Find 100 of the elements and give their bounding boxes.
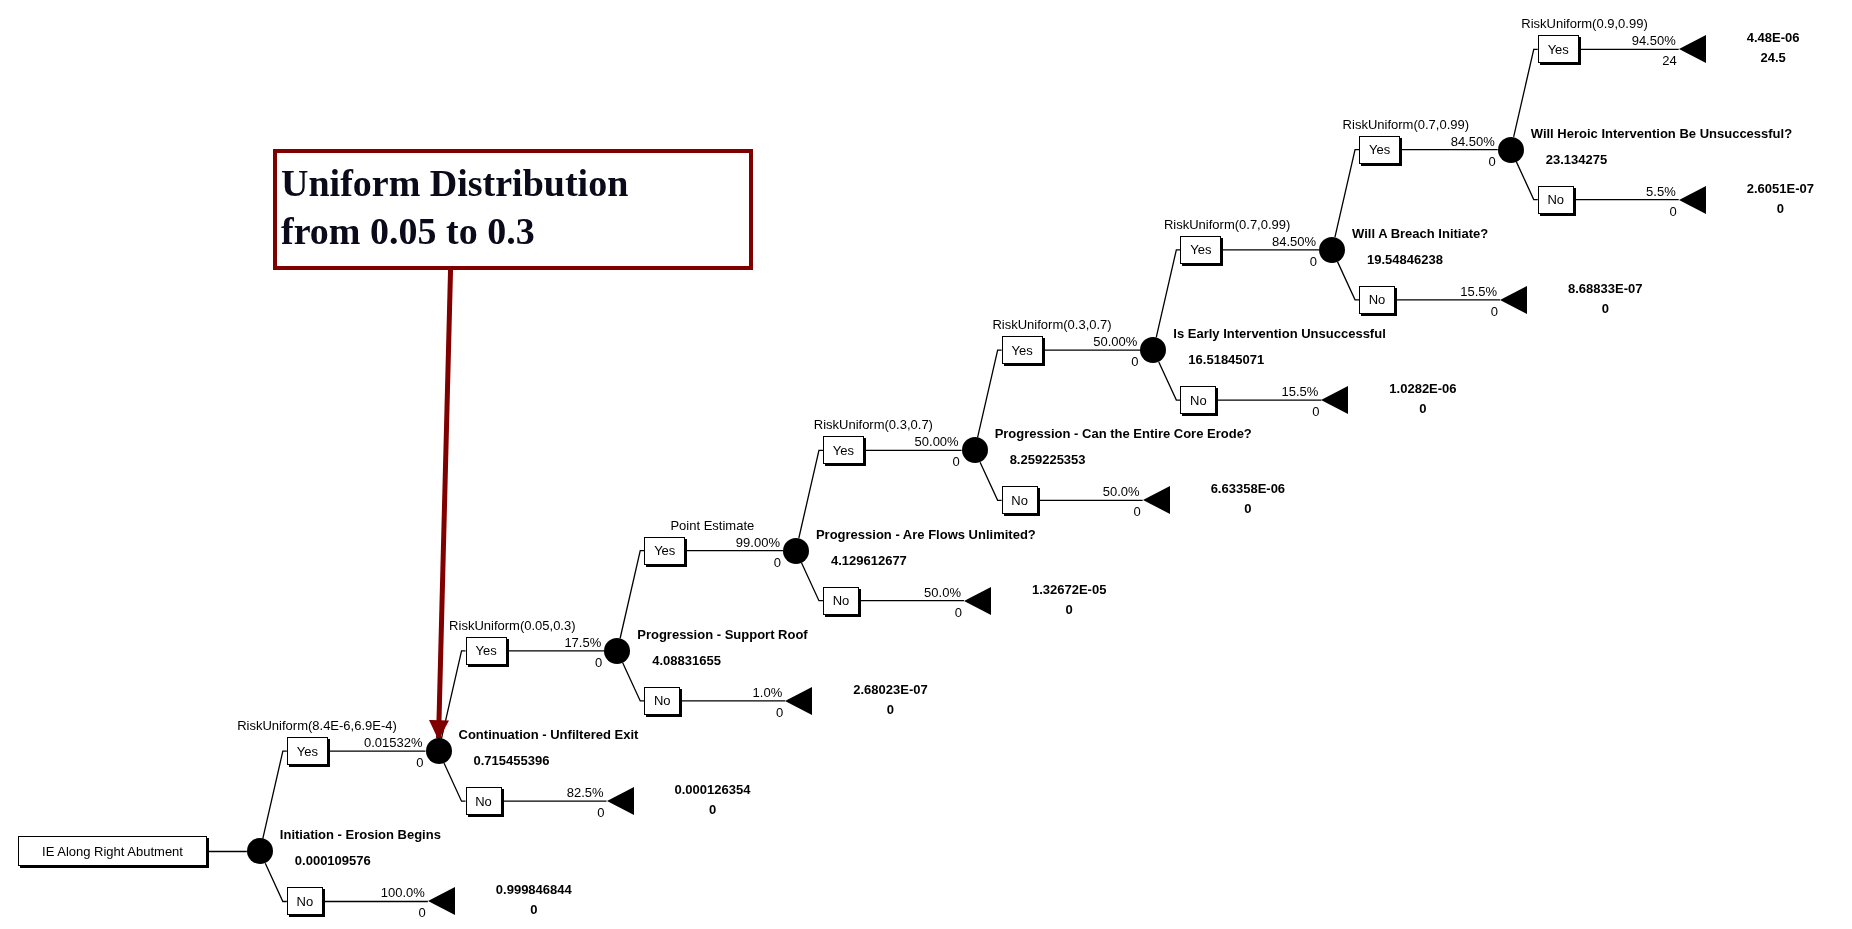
distribution-label: RiskUniform(0.7,0.99) bbox=[1342, 116, 1470, 132]
branch-line bbox=[1334, 148, 1360, 238]
node-title: Initiation - Erosion Begins bbox=[279, 827, 441, 843]
probability-value: 0.000126354 bbox=[674, 781, 751, 800]
payoff-value: 0 bbox=[708, 801, 717, 820]
branch-line bbox=[443, 762, 467, 802]
branch-line bbox=[1215, 399, 1322, 401]
branch-box bbox=[465, 636, 507, 665]
distribution-label: RiskUniform(0.7,0.99) bbox=[1163, 216, 1291, 232]
callout-box bbox=[273, 149, 753, 270]
payoff-value: 0 bbox=[886, 700, 895, 719]
branch-box bbox=[1001, 486, 1038, 515]
decision-box bbox=[18, 836, 207, 867]
branch-value: 0 bbox=[595, 654, 603, 670]
node-title: Is Early Intervention Unsuccessful bbox=[1173, 326, 1386, 342]
probability-value: 1.32672E-05 bbox=[1031, 580, 1107, 599]
branch-line bbox=[863, 449, 963, 452]
probability-value: 2.6051E-07 bbox=[1746, 179, 1814, 198]
distribution-label: RiskUniform(8.4E-6,6.9E-4) bbox=[237, 718, 397, 734]
node-title: Progression - Can the Entire Core Erode? bbox=[994, 426, 1252, 442]
callout-text: Uniform Distribution from 0.05 to 0.3 bbox=[281, 161, 630, 254]
branch-box bbox=[822, 436, 864, 465]
node-value: 4.08831655 bbox=[652, 652, 721, 668]
branch-box bbox=[1537, 35, 1579, 64]
node-value: 23.134275 bbox=[1545, 151, 1608, 167]
branch-box bbox=[286, 737, 328, 766]
branch-value: 0 bbox=[597, 805, 605, 821]
branch-line bbox=[1042, 349, 1141, 351]
branch-text: Yes bbox=[1547, 41, 1569, 57]
branch-line bbox=[327, 750, 427, 752]
payoff-value: 0 bbox=[1244, 500, 1252, 519]
branch-value: 0 bbox=[952, 454, 960, 470]
branch-box bbox=[1359, 285, 1396, 314]
branch-line bbox=[322, 900, 429, 903]
node-title: Progression - Support Roof bbox=[637, 626, 808, 642]
branch-line bbox=[679, 700, 786, 702]
branch-text: Yes bbox=[832, 442, 855, 458]
branch-box bbox=[644, 536, 686, 565]
node-title: Will A Breach Initiate? bbox=[1352, 225, 1489, 241]
branch-box bbox=[1359, 135, 1401, 164]
branch-line bbox=[264, 862, 288, 903]
branch-value: 0 bbox=[416, 755, 424, 771]
branch-value: 0 bbox=[776, 704, 784, 720]
branch-text: Yes bbox=[1368, 142, 1391, 158]
branch-line bbox=[1399, 148, 1499, 151]
branch-value: 0 bbox=[773, 554, 781, 570]
branch-text: No bbox=[296, 893, 314, 909]
branch-text: No bbox=[1547, 192, 1565, 208]
branch-text: Yes bbox=[1011, 342, 1033, 358]
branch-text: Yes bbox=[296, 743, 318, 759]
payoff-value: 24.5 bbox=[1760, 49, 1786, 68]
branch-line bbox=[800, 561, 824, 602]
branch-box bbox=[822, 586, 859, 615]
probability-value: 4.48E-06 bbox=[1746, 29, 1800, 48]
branch-box bbox=[1180, 386, 1217, 415]
node-title: Continuation - Unfiltered Exit bbox=[458, 727, 639, 743]
branch-line bbox=[619, 550, 645, 639]
distribution-label: RiskUniform(0.3,0.7) bbox=[992, 317, 1112, 333]
branch-line bbox=[206, 850, 248, 853]
branch-text: No bbox=[1011, 492, 1028, 508]
node-value: 16.51845071 bbox=[1188, 352, 1265, 368]
node-title: Will Heroic Intervention Be Unsuccessful? bbox=[1530, 125, 1793, 141]
node-value: 0.000109576 bbox=[294, 853, 371, 869]
branch-value: 0 bbox=[1490, 303, 1499, 319]
branch-line bbox=[1037, 499, 1144, 502]
branch-value: 0 bbox=[1131, 354, 1139, 370]
probability-value: 1.0282E-06 bbox=[1389, 380, 1457, 399]
branch-line bbox=[976, 349, 1003, 439]
branch-value: 0 bbox=[1309, 253, 1318, 269]
branch-value: 0 bbox=[1312, 404, 1320, 420]
branch-line bbox=[1515, 160, 1539, 201]
branch-box bbox=[1180, 235, 1222, 264]
branch-value: 24 bbox=[1662, 53, 1677, 69]
branch-line bbox=[1158, 361, 1181, 401]
branch-text: IE Along Right Abutment bbox=[42, 843, 183, 859]
branch-line bbox=[858, 600, 965, 602]
distribution-label: RiskUniform(0.3,0.7) bbox=[813, 417, 933, 433]
branch-text: No bbox=[653, 693, 671, 709]
branch-box bbox=[1001, 336, 1043, 365]
payoff-value: 0 bbox=[530, 901, 538, 920]
probability-value: 6.63358E-06 bbox=[1210, 480, 1286, 499]
branch-text: Yes bbox=[475, 643, 497, 659]
branch-line bbox=[440, 650, 467, 740]
branch-line bbox=[798, 449, 824, 539]
branch-text: No bbox=[475, 793, 492, 809]
branch-value: 0 bbox=[418, 905, 426, 921]
branch-line bbox=[684, 550, 784, 552]
payoff-value: 0 bbox=[1419, 400, 1427, 419]
branch-box bbox=[286, 887, 323, 916]
node-value: 0.715455396 bbox=[473, 753, 550, 769]
branch-text: No bbox=[832, 593, 850, 609]
branch-value: 0 bbox=[1488, 153, 1496, 169]
branch-line bbox=[1155, 249, 1181, 339]
node-title: Progression - Are Flows Unlimited? bbox=[815, 526, 1036, 542]
branch-box bbox=[465, 787, 502, 816]
node-value: 4.129612677 bbox=[830, 552, 907, 568]
payoff-value: 0 bbox=[1601, 299, 1609, 318]
branch-value: 0 bbox=[1133, 504, 1141, 520]
branch-value: 0 bbox=[1669, 203, 1677, 219]
probability-value: 2.68023E-07 bbox=[853, 680, 928, 699]
